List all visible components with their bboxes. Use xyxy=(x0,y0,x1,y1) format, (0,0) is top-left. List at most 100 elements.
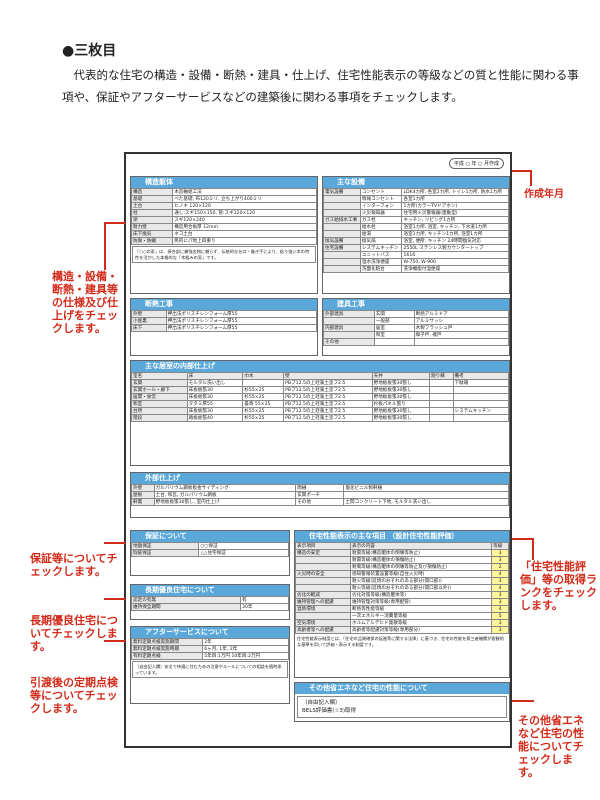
performance-row-cell: 5 xyxy=(491,612,509,620)
structure-row-cell: スギ120×240 xyxy=(172,216,317,224)
equipment-row-cell: 洗浄機能付温便座 xyxy=(401,265,509,273)
warranty-table: 地盤保証○○保証瑕疵保証△△住宅保証 xyxy=(130,542,289,557)
fittings-row-cell: 居室 xyxy=(373,324,415,332)
equipment-row-cell xyxy=(323,223,361,231)
performance-row-cell xyxy=(295,563,351,571)
equipment-row-cell: 浴室, 便所, キッチン 24時間換気対応 xyxy=(401,237,509,245)
structure-row-cell: 耐力壁 xyxy=(130,223,174,231)
interior-row-header-cell: 天井 xyxy=(371,372,431,380)
structure-row-cell: 木造軸組工法 xyxy=(172,188,317,196)
equipment-row-cell: ガス給排水工事 xyxy=(323,216,361,224)
exterior-row: 外壁ガルバリウム鋼板板金サイディング雨樋塩化ビニル製軒樋 xyxy=(131,484,509,492)
annotation-structure-line xyxy=(104,222,106,270)
equipment-row-cell: 住宅設備 xyxy=(323,244,361,252)
performance-row-header-cell: 表示項目 xyxy=(295,542,351,550)
interior-row-cell xyxy=(429,414,454,422)
exterior-row: 屋根土台, 和瓦, ガルバリウム鋼板玄関ポーチ xyxy=(131,491,509,499)
performance-row-cell: 3 xyxy=(491,598,509,606)
structure-row-cell: ネコ土台 xyxy=(172,230,317,238)
interior-row-header-row: 室名床巾木壁天井廻り縁備考 xyxy=(131,372,509,380)
after-service-note: （自由記入欄）安全で快適に住むための注意やルールについての相談を随時承っています… xyxy=(132,661,288,678)
equipment-row-cell: 電気設備 xyxy=(323,188,361,196)
interior-row-cell: PBプ12.5の上珪藻土塗フ2.5 xyxy=(283,393,373,401)
interior-row-cell: 床板板張30 xyxy=(186,407,244,415)
exterior-section: 外部仕上げ 外壁ガルバリウム鋼板板金サイディング雨樋塩化ビニル製軒樋屋根土台, … xyxy=(130,472,510,518)
performance-row-cell: 空気環境 xyxy=(295,619,351,627)
interior-row-cell xyxy=(429,393,454,401)
performance-row: 構造の安定耐震等級(構造躯体の倒壊等防止)3 xyxy=(295,549,509,557)
insulation-row: 外壁押出法ポリスチレンフォーム厚55 xyxy=(131,310,318,318)
fittings-row-cell: 外部建具 xyxy=(323,310,375,318)
equipment-row-cell: 火災報知器 xyxy=(359,209,403,217)
structure-row-cell: 基礎 xyxy=(130,195,174,203)
equipment-row-cell: 浴室1カ所, キッチン1カ所, 浴室1カ所 xyxy=(401,230,509,238)
annotation-energy-line xyxy=(512,700,534,702)
fittings-row-cell: アルミサッシ xyxy=(413,317,510,325)
fittings-row-cell xyxy=(373,338,415,346)
equipment-row-cell xyxy=(323,230,361,238)
insulation-row: 小屋裏押出法ポリスチレンフォーム厚55 xyxy=(131,317,318,325)
equipment-row-cell: 換気設備 xyxy=(323,237,361,245)
performance-row-cell: 耐震等級(構造躯体の倒壊等防止) xyxy=(349,549,493,557)
warranty-header: 保証について xyxy=(131,531,289,542)
structure-row: 柱通し:スギ150×150, 管:スギ120×120 xyxy=(130,209,317,217)
equipment-row-cell xyxy=(323,251,361,259)
equipment-row-cell: 浴室1カ所, 浴室, キッチン, 下水道1カ所 xyxy=(401,223,509,231)
structure-row-cell: 通し:スギ150×150, 管:スギ120×120 xyxy=(172,209,317,217)
performance-row-header-cell: 等級 xyxy=(491,542,509,550)
longlife-row-cell: 認定の有無 xyxy=(130,596,242,604)
fittings-row: 外部建具玄関断熱アルミドア xyxy=(323,310,510,318)
interior-header: 主な居室の内部仕上げ xyxy=(131,361,509,372)
structure-row-cell: ベた基礎, 布120ミリ, 立ち上がり400ミリ xyxy=(172,195,317,203)
after-service-row-cell: 5年目:1万円 10年目:2万円 xyxy=(202,652,289,660)
structure-row-cell: ヒノキ 120×120 xyxy=(172,202,317,210)
performance-row-cell: 4 xyxy=(491,570,509,578)
structure-row: 耐力壁構造用合板厚 12mm xyxy=(130,223,317,231)
performance-row-cell: 3 xyxy=(491,549,509,557)
equipment-header: 主な設備 xyxy=(323,177,509,188)
performance-row-cell: 3 xyxy=(491,591,509,599)
structure-table: 構造木造軸組工法基礎ベた基礎, 布120ミリ, 立ち上がり400ミリ土台ヒノキ … xyxy=(130,188,317,245)
annotation-date: 作成年月 xyxy=(524,189,564,200)
equipment-row-cell: 2550L ステンレス製カウンタートップ xyxy=(401,244,509,252)
annotation-structure-line-h xyxy=(104,222,126,224)
fittings-row-cell: その他 xyxy=(323,338,375,346)
equipment-row-cell xyxy=(323,258,361,266)
performance-row-cell: 感知警報装置設置等級(自住火災時) xyxy=(349,570,493,578)
interior-row-cell: 野地板板張30張し xyxy=(371,414,431,422)
annotation-performance: 「住宅性能評価」等の取得ランクをチェックします。 xyxy=(520,560,597,612)
equipment-row-cell xyxy=(323,265,361,273)
performance-row-cell: 高齢者等配慮対策等級(専用部分) xyxy=(349,626,493,634)
insulation-row-cell: 押出法ポリスチレンフォーム厚55 xyxy=(165,310,318,318)
interior-row-cell: タタミ厚55 xyxy=(186,400,244,408)
equipment-row-cell: 給水栓 xyxy=(359,223,403,231)
fittings-row-cell xyxy=(413,338,510,346)
energy-note: （自由記入欄） xyxy=(302,700,341,706)
equipment-row: 給水栓浴室1カ所, 浴室, キッチン, 下水道1カ所 xyxy=(323,223,509,231)
performance-row-cell: 3 xyxy=(491,626,509,634)
performance-row-cell: 構造の安定 xyxy=(295,549,351,557)
exterior-row-cell: 玄関ポーチ xyxy=(295,491,345,499)
interior-row-cell: 杉55×25 xyxy=(242,407,285,415)
interior-row-cell: 和室 xyxy=(131,400,188,408)
longlife-row-cell: 30年 xyxy=(240,603,289,611)
interior-row-cell: 畳寄 55×35 xyxy=(242,400,285,408)
annotation-date-line-v xyxy=(530,170,532,186)
performance-row-cell: 3 xyxy=(491,577,509,585)
structure-header: 構造躯体 xyxy=(131,177,317,188)
performance-row-cell: 一次エネルギー消費量等級 xyxy=(349,612,493,620)
longlife-row-cell: 維持保全期間 xyxy=(130,603,242,611)
equipment-row: 火災報知器住宅用火災警報器(連動型) xyxy=(323,209,509,217)
